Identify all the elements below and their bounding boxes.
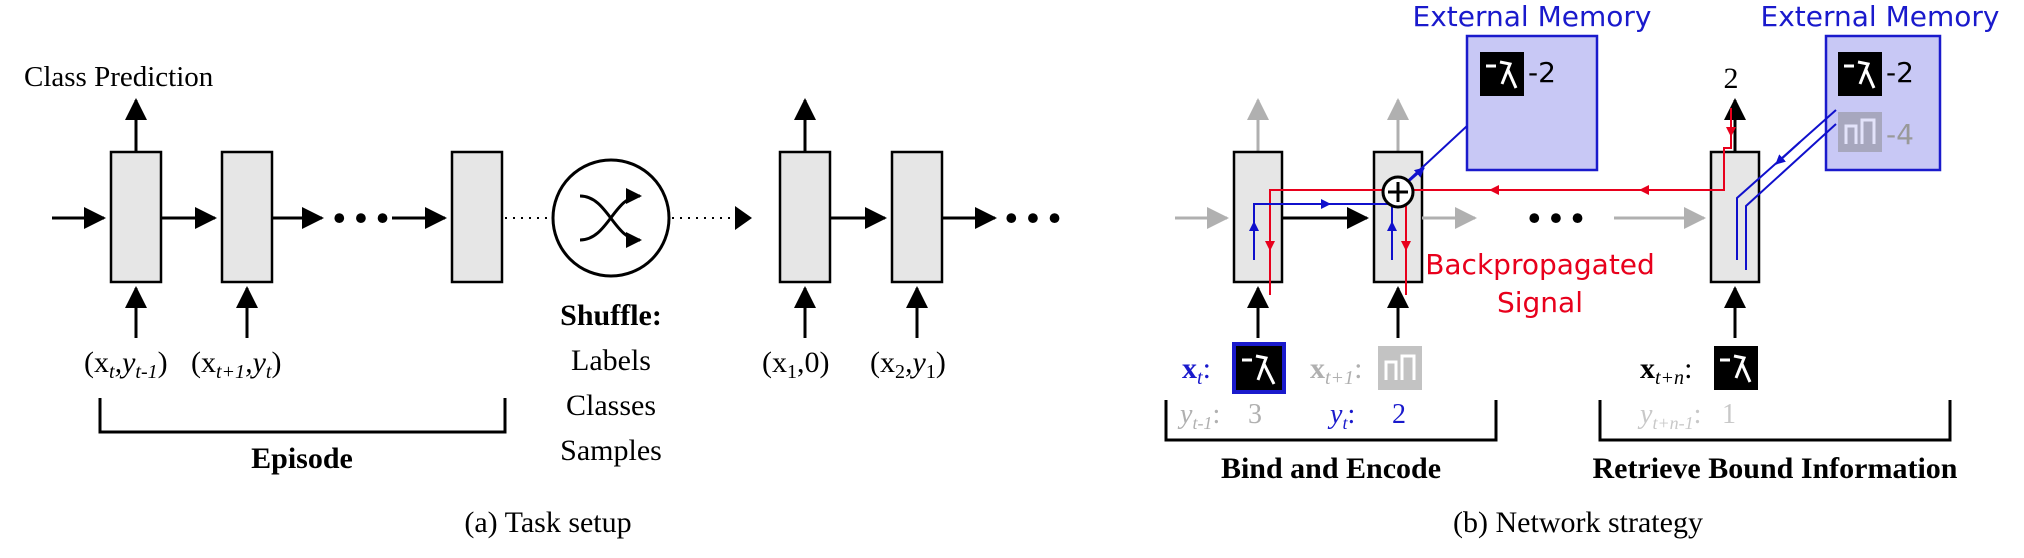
y-t-minus-label: yt-1:	[1177, 399, 1220, 433]
x-t1-glyph-image	[1378, 346, 1422, 390]
y-t-minus-value: 3	[1248, 399, 1262, 430]
shuffle-icon	[551, 158, 671, 278]
memory-1-label: -2	[1528, 56, 1556, 89]
ellipsis-b: • • •	[1528, 198, 1584, 238]
caption-b: (b) Network strategy	[1453, 506, 1703, 539]
rnn-cell-a4	[778, 150, 832, 284]
ellipsis-a2: • • •	[1005, 198, 1061, 238]
panel-b-network-strategy: External Memory -2 External Memory -2 -4…	[1164, 0, 2000, 539]
rnn-cell-a2	[220, 150, 274, 284]
x-tn-label: xt+n:	[1640, 352, 1692, 389]
input-label-1: (x1,0)	[762, 346, 830, 383]
forward-binding-path	[1249, 109, 1837, 270]
dotted-arrowhead	[735, 206, 752, 230]
backprop-label-line2: Signal	[1497, 286, 1583, 319]
shuffle-title: Shuffle:	[560, 299, 662, 332]
input-label-2: (x2,y1)	[870, 346, 946, 383]
memory-2-entry-1: -2	[1886, 56, 1914, 89]
rnn-cell-b1	[1232, 150, 1284, 284]
y-tn-value: 1	[1722, 399, 1736, 430]
rnn-cell-a1	[109, 150, 163, 284]
rnn-cell-b2	[1372, 150, 1424, 284]
output-value-label: 2	[1724, 62, 1739, 95]
write-to-memory-line	[1397, 125, 1468, 191]
shuffle-item-samples: Samples	[560, 434, 662, 467]
memory-glyph-image-2	[1838, 52, 1882, 96]
backprop-label-line1: Backpropagated	[1425, 248, 1655, 281]
rnn-cell-a5	[890, 150, 944, 284]
rnn-cell-b3	[1709, 150, 1761, 284]
input-label-t1: (xt+1,yt)	[191, 346, 281, 383]
x-t-label: xt:	[1182, 352, 1211, 389]
x-t-glyph-image	[1232, 342, 1286, 394]
read-from-memory-line-1	[1736, 109, 1837, 260]
retrieve-label: Retrieve Bound Information	[1593, 452, 1958, 485]
external-memory-label-2: External Memory	[1761, 0, 2000, 33]
episode-bracket	[98, 398, 507, 434]
ellipsis-a1: • • •	[333, 198, 389, 238]
memory-glyph-image-3	[1838, 112, 1882, 152]
input-label-t: (xt,yt-1)	[84, 346, 168, 383]
bind-encode-bracket	[1164, 400, 1498, 442]
memory-2-entry-2: -4	[1886, 118, 1914, 151]
external-memory-label-1: External Memory	[1413, 0, 1652, 33]
caption-a: (a) Task setup	[464, 506, 631, 539]
bind-encode-label: Bind and Encode	[1221, 452, 1441, 485]
y-tn-label: yt+n-1:	[1637, 399, 1701, 433]
y-t-value: 2	[1392, 399, 1406, 430]
read-from-memory-line-2	[1745, 123, 1837, 270]
x-tn-glyph-image	[1714, 346, 1758, 390]
shuffle-item-classes: Classes	[566, 389, 656, 422]
episode-label: Episode	[251, 442, 353, 475]
shuffle-item-labels: Labels	[571, 344, 651, 377]
backprop-line-left	[1269, 189, 1420, 295]
x-t1-label: xt+1:	[1310, 352, 1362, 389]
class-prediction-label: Class Prediction	[24, 61, 214, 93]
y-t-label: yt:	[1327, 399, 1355, 433]
add-node-icon	[1381, 175, 1415, 209]
retrieve-bracket	[1598, 400, 1952, 442]
panel-a-task-setup: Class Prediction • • • (xt,yt-1) (xt+1,y…	[24, 61, 1061, 539]
backprop-signal-path	[1265, 108, 1736, 295]
memory-glyph-image-1	[1480, 52, 1524, 96]
rnn-cell-a3	[450, 150, 504, 284]
